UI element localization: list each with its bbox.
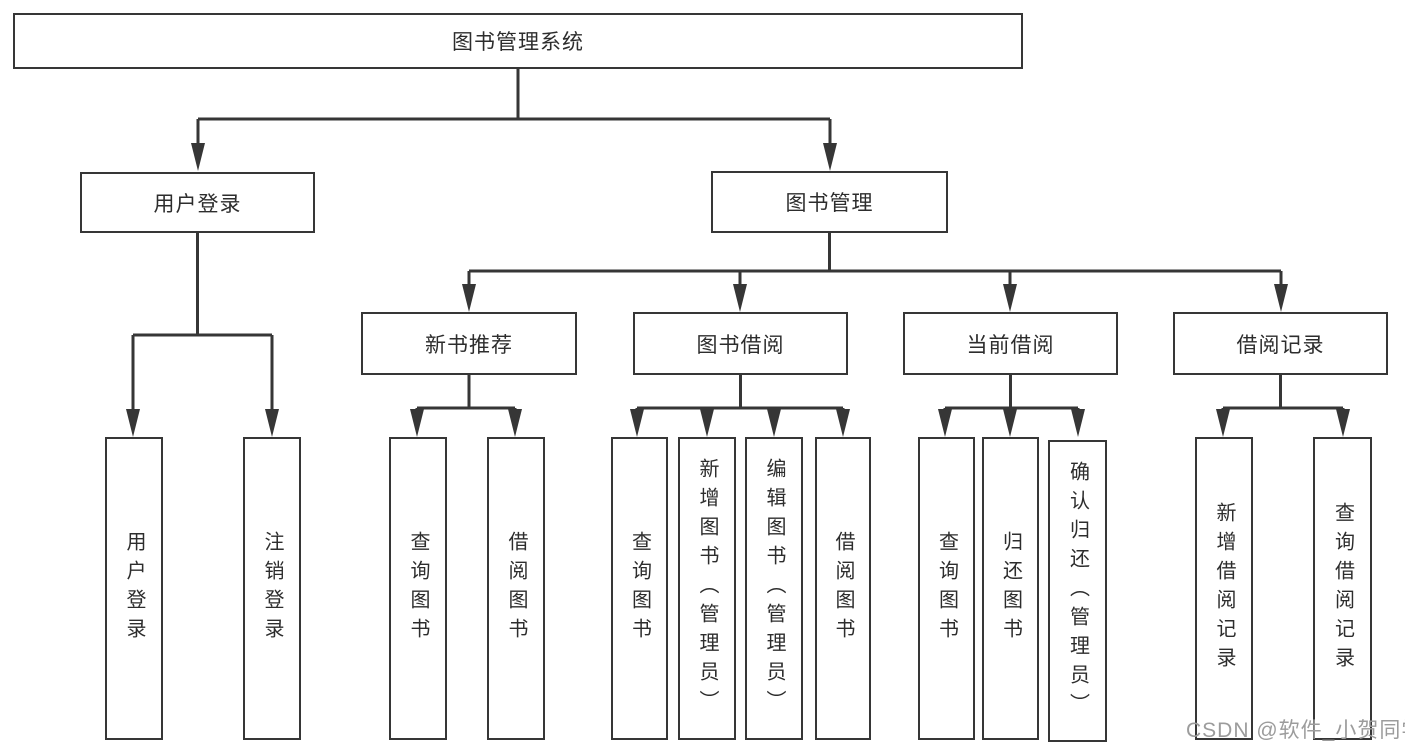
- leaf-confirm-return-admin: 确认归还（管理员）: [1048, 440, 1107, 742]
- node-book-borrowing: 图书借阅: [633, 312, 848, 375]
- leaf-return-books: 归还图书: [982, 437, 1039, 740]
- leaf-borrow-books: 借阅图书: [815, 437, 871, 740]
- leaf-logout: 注销登录: [243, 437, 301, 740]
- leaf-query-books-recommend: 查询图书: [389, 437, 447, 740]
- node-borrowing-records: 借阅记录: [1173, 312, 1388, 375]
- csdn-watermark: CSDN @软件_小贺同学: [1186, 719, 1405, 742]
- leaf-user-login: 用户登录: [105, 437, 163, 740]
- node-book-management: 图书管理: [711, 171, 948, 233]
- node-current-borrowing: 当前借阅: [903, 312, 1118, 375]
- node-library-management-system: 图书管理系统: [13, 13, 1023, 69]
- node-user-login: 用户登录: [80, 172, 315, 233]
- leaf-add-books-admin: 新增图书（管理员）: [678, 437, 736, 740]
- leaf-query-books-current: 查询图书: [918, 437, 975, 740]
- leaf-query-books-borrow: 查询图书: [611, 437, 668, 740]
- leaf-add-borrow-record: 新增借阅记录: [1195, 437, 1253, 740]
- leaf-edit-books-admin: 编辑图书（管理员）: [745, 437, 803, 740]
- leaf-borrow-books-recommend: 借阅图书: [487, 437, 545, 740]
- leaf-query-borrow-record: 查询借阅记录: [1313, 437, 1372, 740]
- node-new-book-recommendation: 新书推荐: [361, 312, 577, 375]
